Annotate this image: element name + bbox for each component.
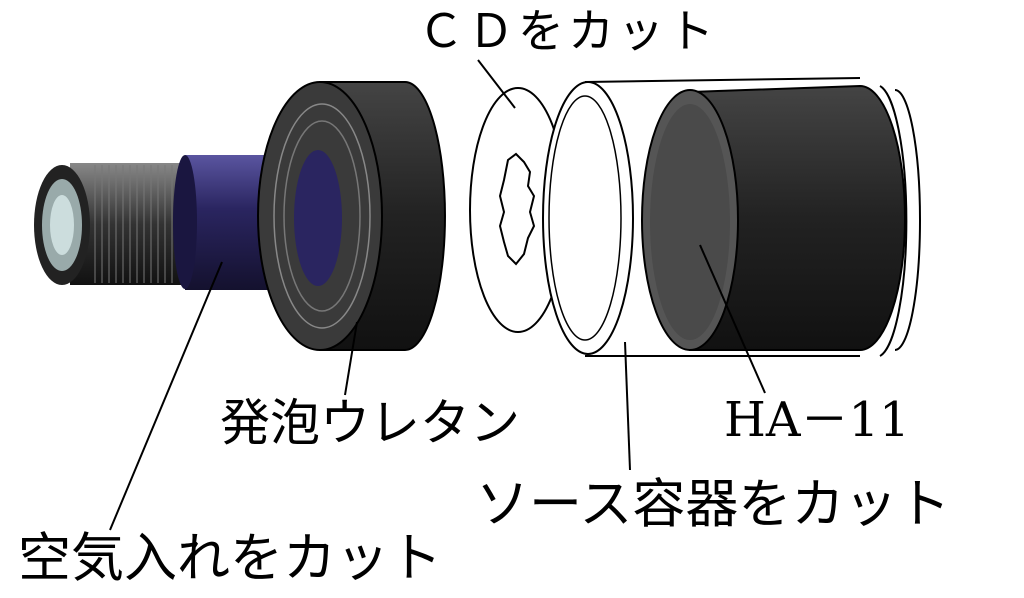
air-pump-lens [34, 163, 190, 285]
source-container [542, 77, 861, 357]
label-urethane-foam: 発泡ウレタン [220, 394, 520, 452]
urethane-foam-cylinder [257, 81, 446, 351]
label-cd-cut: ＣＤをカット [418, 4, 718, 58]
cd-disk [469, 87, 567, 333]
label-ha11: HA－11 [724, 392, 910, 448]
ha11-cylinder [641, 84, 921, 357]
label-source-container-cut: ソース容器をカット [476, 474, 951, 535]
label-air-pump-cut: 空気入れをカット [18, 528, 442, 589]
leader-lines [109, 59, 766, 531]
